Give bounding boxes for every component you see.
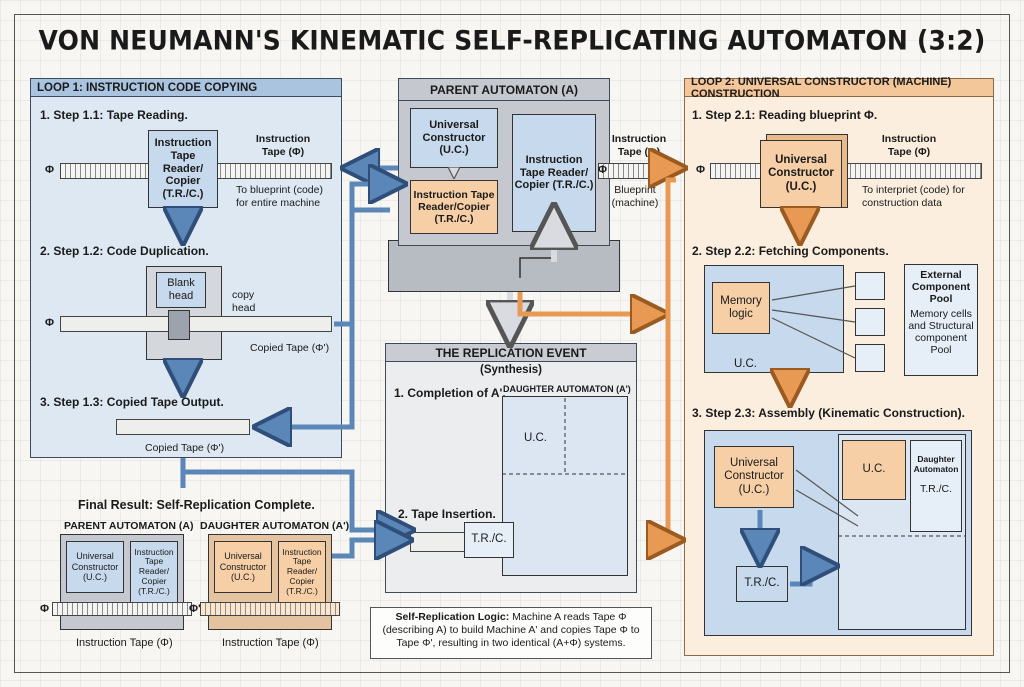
replication-uc-label: U.C. — [524, 432, 547, 444]
loop1-step1-label: 1. Step 1.1: Tape Reading. — [40, 108, 188, 122]
logic-box: Self-Replication Logic: Machine A reads … — [370, 607, 652, 659]
logic-text: Machine A reads Tape Φ (describing A) to… — [382, 611, 640, 650]
loop2-step1-label: 1. Step 2.1: Reading blueprint Φ. — [692, 108, 878, 122]
fetch-line-3 — [771, 317, 856, 359]
parent-header: PARENT AUTOMATON (A) — [399, 79, 609, 101]
final-daughter-label: DAUGHTER AUTOMATON (A') — [200, 520, 350, 532]
loop2-part-1 — [855, 272, 885, 300]
final-title: Final Result: Self-Replication Complete. — [78, 498, 315, 512]
loop2-uc-right: U.C. — [842, 440, 906, 500]
replication-to-loop1-arrow — [262, 207, 390, 427]
diagram-title: VON NEUMANN'S KINEMATIC SELF-REPLICATING… — [38, 25, 986, 56]
final-daughter-tape — [200, 602, 340, 616]
loop1-output-tape — [116, 419, 250, 435]
loop2-note: To interpriet (code) for construction da… — [862, 184, 965, 209]
replication-header: THE REPLICATION EVENT — [386, 344, 636, 362]
final-to-replication-arrow — [332, 540, 404, 556]
loop2-uc-label: U.C. — [734, 358, 757, 370]
final-parent-phi: Φ — [40, 603, 50, 615]
replication-subheader: (Synthesis) — [480, 364, 542, 376]
final-parent-uc: Universal Constructor (U.C.) — [66, 541, 124, 593]
parent-blueprint-label: Blueprint (machine) — [611, 184, 659, 209]
fetch-line-1 — [771, 285, 856, 301]
replication-daughter-label: DAUGHTER AUTOMATON (A') — [503, 384, 631, 394]
loop1-phi2: Φ — [45, 317, 55, 329]
loop2-pool-box: External Component Pool Memory cells and… — [904, 264, 978, 376]
loop2-uc-left: Universal Constructor (U.C.) — [714, 446, 794, 508]
loop2-tape-label: Instruction Tape (Φ) — [881, 133, 937, 158]
final-parent-trc: Instruction Tape Reader/ Copier (T.R./C.… — [130, 541, 178, 603]
loop1-reader-box: Instruction Tape Reader/ Copier (T.R./C.… — [148, 130, 218, 208]
loop1-copy-head-label: copy head — [232, 289, 256, 314]
final-parent-tape — [52, 602, 192, 616]
loop1-blank-head: Blank head — [156, 272, 206, 308]
replication-daughter-body — [502, 396, 628, 576]
parent-phi: Φ — [598, 164, 608, 176]
outer-frame — [14, 14, 1010, 673]
loop1-note: To blueprint (code) for entire machine — [236, 184, 323, 209]
loop2-trc-arrow — [790, 566, 830, 587]
loop1-phi: Φ — [45, 164, 55, 176]
arm-line-2 — [795, 489, 859, 527]
loop1-return-arrow — [334, 184, 398, 327]
loop2-pool-desc: Memory cells and Structural component Po… — [908, 308, 974, 357]
final-parent-label: PARENT AUTOMATON (A) — [64, 520, 194, 532]
loop2-trc-small: T.R./C. — [919, 482, 953, 495]
loop2-uc-box: Universal Constructor (U.C.) — [760, 140, 842, 208]
loop1-output-tape-label: Copied Tape (Φ') — [145, 442, 225, 454]
loop2-to-replication-arrow — [668, 177, 676, 540]
loop1-tape-label: Instruction Tape (Φ) — [255, 133, 311, 158]
loop1-copied-tape-label: Copied Tape (Φ') — [250, 342, 330, 354]
final-daughter-trc: Instruction Tape Reader/ Copier (T.R./C.… — [278, 541, 326, 603]
loop1-to-final-arrow — [180, 458, 406, 530]
parent-trc-orange: Instruction Tape Reader/Copier (T.R./C.) — [410, 180, 498, 234]
replication-step2: 2. Tape Insertion. — [398, 507, 496, 521]
parent-feedback-arrow — [519, 232, 555, 278]
loop1-copy-head-block — [168, 310, 190, 340]
loop2-step2-label: 2. Step 2.2: Fetching Components. — [692, 244, 889, 258]
final-daughter-phi: Φ' — [189, 603, 201, 615]
loop1-step2-label: 2. Step 1.2: Code Duplication. — [40, 244, 209, 258]
loop2-step3-label: 3. Step 2.3: Assembly (Kinematic Constru… — [692, 406, 965, 420]
parent-to-loop2-arrow-mid — [517, 292, 660, 314]
loop1-header: LOOP 1: INSTRUCTION CODE COPYING — [31, 79, 341, 97]
final-daughter-uc: Universal Constructor (U.C.) — [214, 541, 272, 593]
loop1-copied-tape-strip — [60, 316, 332, 332]
replication-trc-box: T.R./C. — [464, 522, 514, 558]
final-daughter-caption: Instruction Tape (Φ) — [222, 637, 319, 649]
logic-title: Self-Replication Logic: — [395, 611, 510, 623]
arm-line-1 — [795, 469, 859, 517]
loop2-part-3 — [855, 344, 885, 372]
loop2-memory-logic: Memory logic — [712, 282, 770, 334]
loop2-part-2 — [855, 308, 885, 336]
loop2-trc-bottom: T.R./C. — [736, 566, 788, 602]
replication-step1: 1. Completion of A'. — [394, 386, 506, 400]
loop2-phi: Φ — [696, 164, 706, 176]
loop2-daughter-small-label: Daughter Automaton — [913, 454, 959, 474]
loop2-header: LOOP 2: UNIVERSAL CONSTRUCTOR (MACHINE) … — [685, 76, 993, 100]
loop1-step3-label: 3. Step 1.3: Copied Tape Output. — [40, 395, 224, 409]
loop2-pool-title: External Component Pool — [911, 269, 971, 306]
fetch-line-2 — [771, 309, 856, 323]
loop2-daughter-small: Daughter Automaton T.R./C. — [910, 440, 962, 532]
final-parent-caption: Instruction Tape (Φ) — [76, 637, 173, 649]
